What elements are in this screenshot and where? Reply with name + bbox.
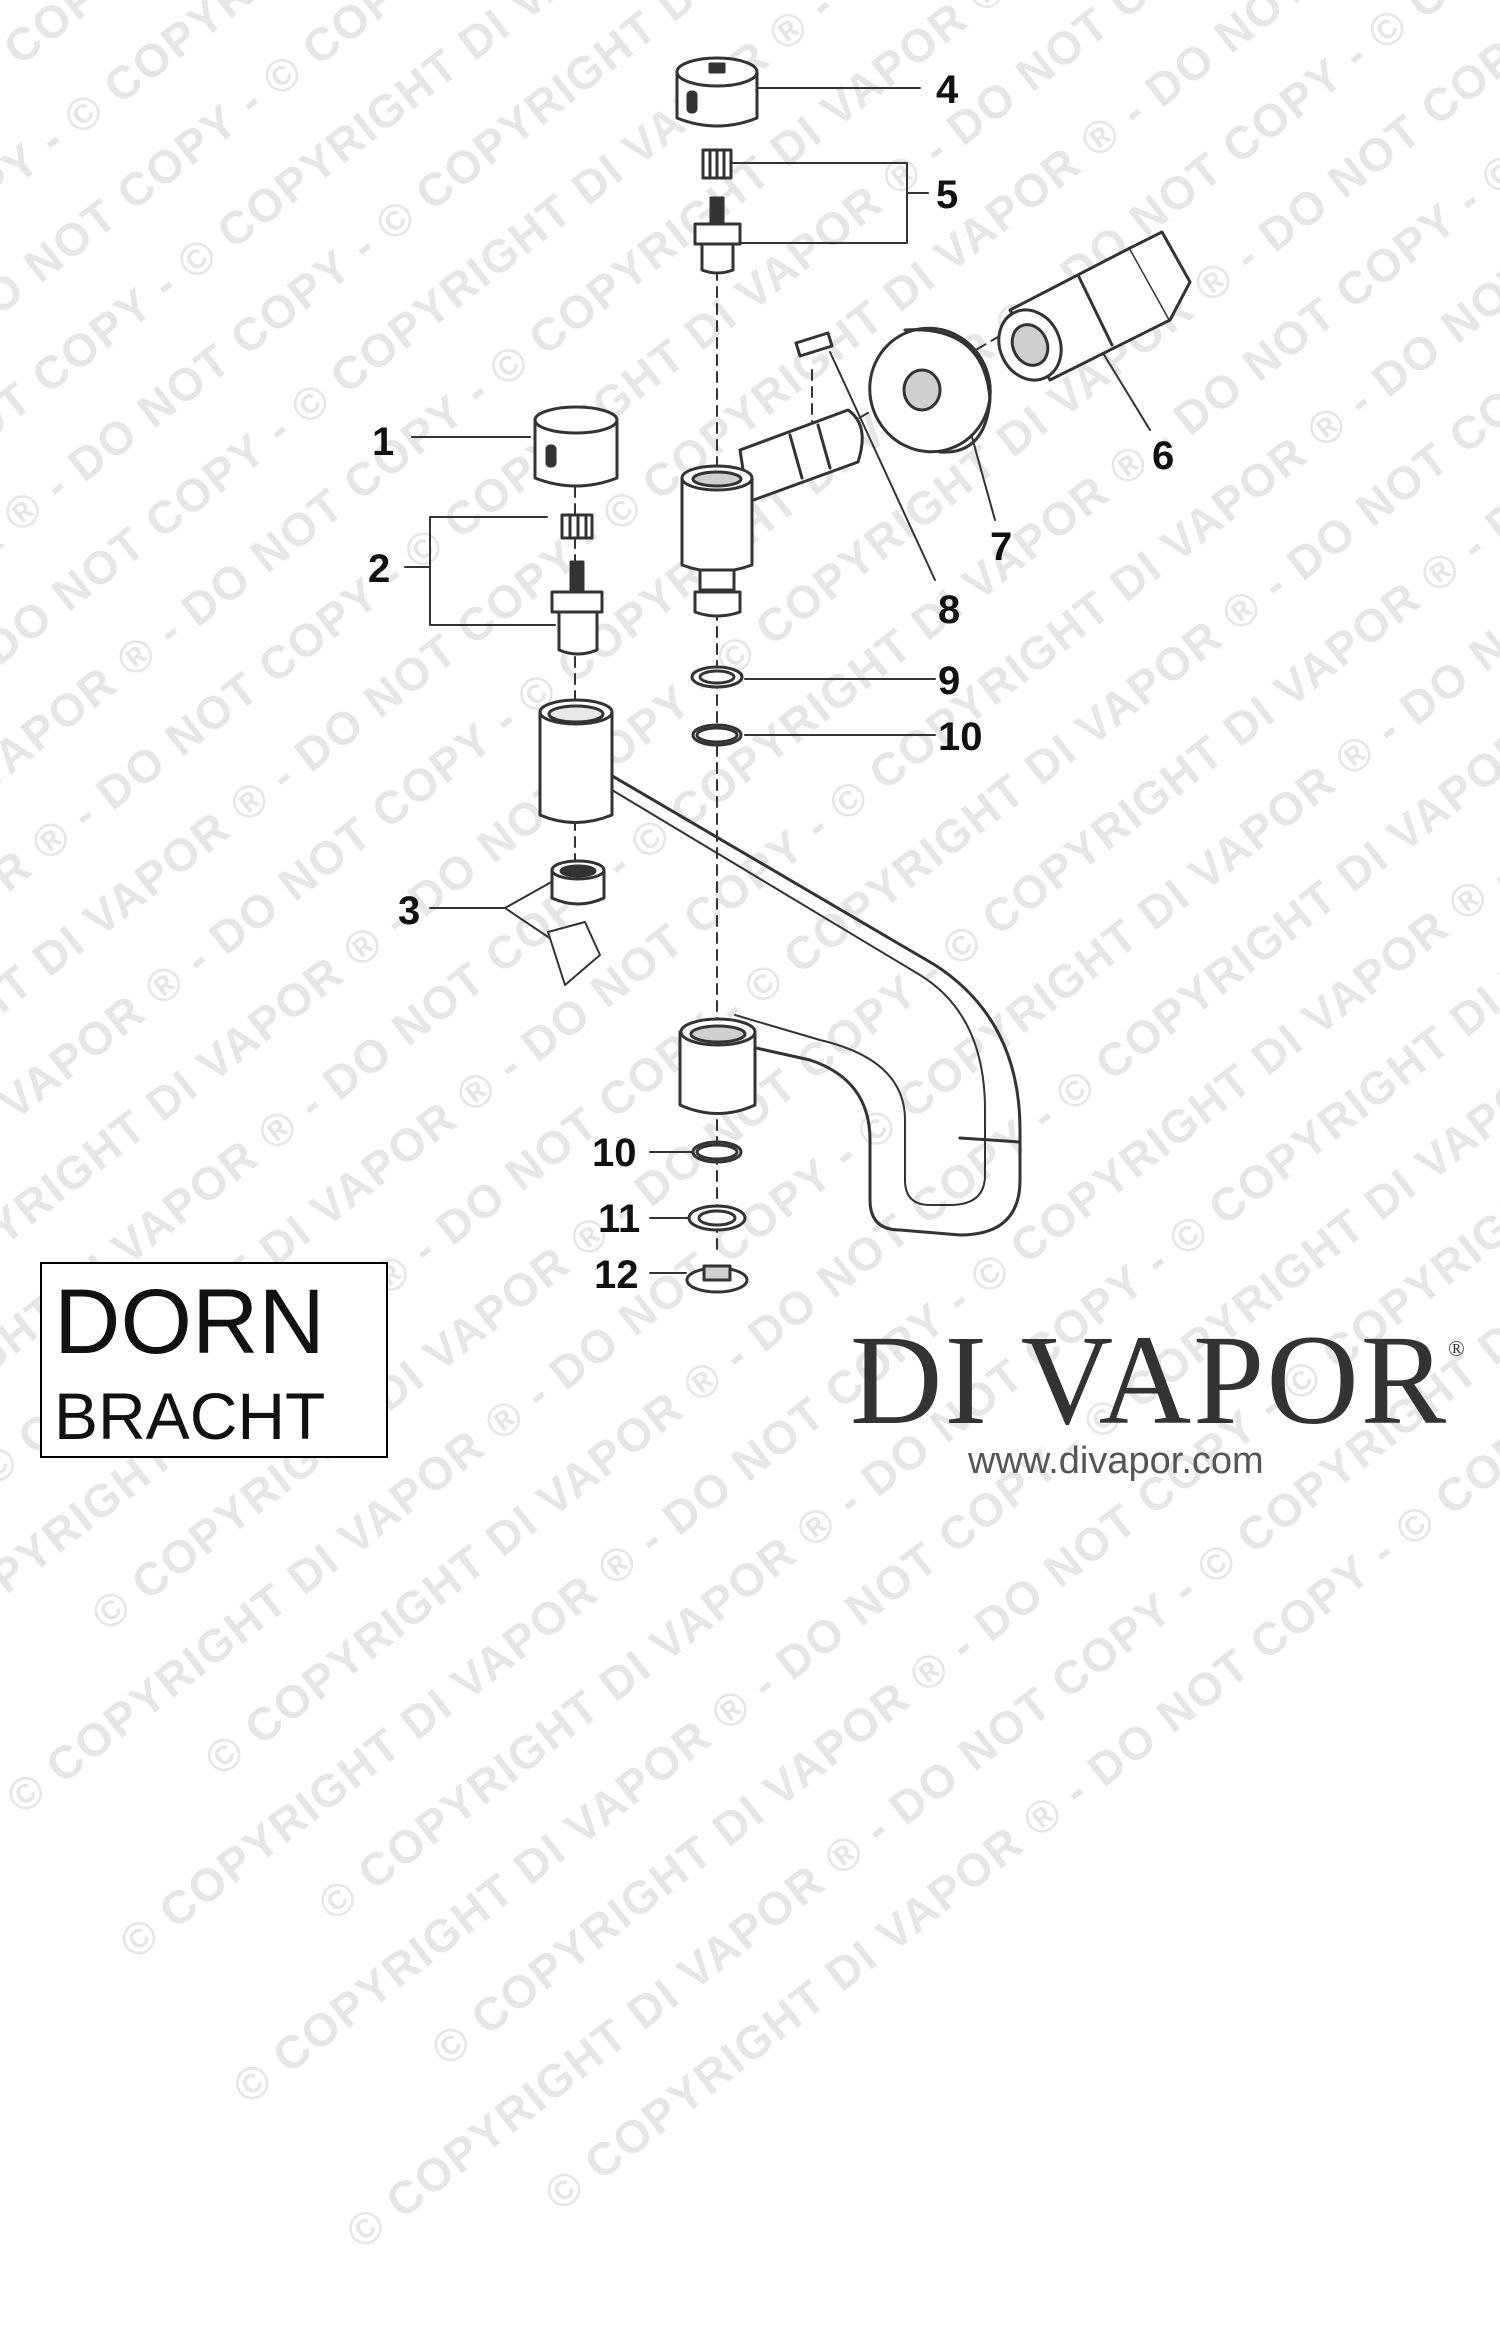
callout-4: 4 [936, 68, 959, 112]
valve-cartridge-2 [550, 513, 604, 656]
spout-socket-lower [678, 1017, 757, 1115]
divapor-registered-mark: ® [1448, 1336, 1465, 1361]
divapor-logo: DI VAPOR [850, 1309, 1449, 1451]
callout-2: 2 [368, 547, 391, 591]
dornbracht-logo-line1: DORN [54, 1271, 325, 1373]
valve-cartridge-5 [693, 148, 742, 275]
callout-1: 1 [372, 420, 395, 464]
callout-7: 7 [990, 525, 1013, 569]
connector-6 [997, 230, 1192, 382]
handle-cap-1 [533, 405, 619, 488]
dornbracht-logo: DORN BRACHT [40, 1262, 388, 1458]
exploded-parts-diagram: © COPYRIGHT DI VAPOR ® - DO NOT COPY - ©… [0, 0, 1500, 2259]
spout-arm [583, 758, 1022, 1237]
dornbracht-logo-line2: BRACHT [54, 1379, 326, 1453]
callout-6: 6 [1152, 434, 1175, 478]
plug-12 [685, 1264, 749, 1294]
callout-3: 3 [398, 889, 421, 933]
parts-drawing [404, 56, 1192, 1294]
callout-11: 11 [598, 1197, 641, 1241]
pin-8 [794, 331, 834, 358]
callout-5: 5 [936, 173, 959, 217]
aerator-3 [547, 859, 606, 986]
handle-cap-4 [675, 56, 759, 128]
o-ring-9 [690, 665, 744, 689]
callout-12: 12 [594, 1253, 639, 1297]
spout-socket-upper [538, 698, 614, 824]
o-ring-10-upper [691, 723, 743, 747]
callout-9: 9 [938, 659, 961, 703]
leader-lines [404, 87, 1151, 1274]
callout-10-upper: 10 [938, 715, 983, 759]
callout-10-lower: 10 [592, 1131, 637, 1175]
rosette-7 [868, 326, 992, 454]
divapor-url: www.divapor.com [968, 1440, 1264, 1482]
valve-body [680, 408, 864, 618]
washer-11 [687, 1204, 747, 1232]
o-ring-10-lower [691, 1140, 743, 1164]
callout-8: 8 [938, 588, 961, 632]
